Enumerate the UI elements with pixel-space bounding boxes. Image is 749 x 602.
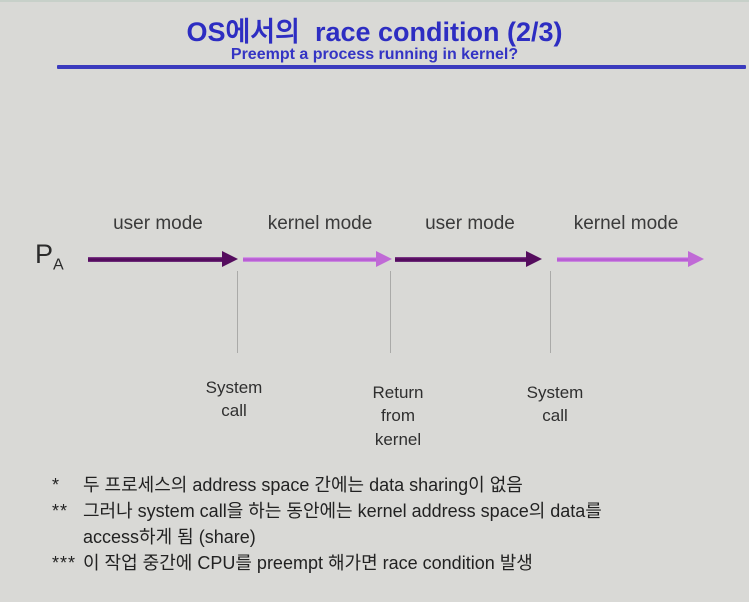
arrow-shaft [88, 257, 226, 262]
transition-tick-3 [550, 271, 551, 353]
slide-subtitle: Preempt a process running in kernel? [230, 46, 519, 63]
arrow-head-icon [688, 251, 704, 267]
transition-line: Return [372, 383, 424, 402]
user-mode-arrow-1 [88, 251, 238, 267]
transition-line: from [381, 406, 415, 426]
note-marker: * [52, 475, 61, 495]
note-marker: ** [52, 501, 69, 521]
note-item-1: * 두 프로세스의 address space 간에는 data sharing… [52, 472, 732, 498]
process-subscript: A [53, 256, 64, 274]
note-marker: *** [52, 553, 77, 573]
transition-label-system-call-2: System call [513, 381, 597, 428]
transition-tick-2 [390, 271, 391, 353]
arrow-head-icon [222, 251, 238, 267]
transition-line: System [205, 378, 263, 397]
title-underline [57, 65, 746, 69]
slide-title: OS에서의 race condition (2/3) [186, 17, 563, 47]
note-line: access하게 됨 (share) [83, 527, 256, 547]
kernel-mode-arrow-1 [243, 251, 392, 267]
transition-line: call [542, 406, 568, 426]
arrow-head-icon [376, 251, 392, 267]
transition-label-return-from-kernel: Return from kernel [356, 381, 440, 451]
transition-label-system-call-1: System call [192, 376, 276, 423]
kernel-mode-arrow-2 [557, 251, 704, 267]
video-top-edge [0, 0, 749, 2]
transition-line: System [526, 383, 584, 402]
arrow-shaft [395, 257, 530, 262]
note-item-3: *** 이 작업 중간에 CPU를 preempt 해가면 race condi… [52, 550, 732, 576]
arrow-shaft [557, 257, 692, 262]
transition-tick-1 [237, 271, 238, 353]
segment-label-user-mode-2: user mode [425, 213, 515, 234]
note-text: 그러나 system call을 하는 동안에는 kernel address … [83, 498, 732, 550]
note-text: 이 작업 중간에 CPU를 preempt 해가면 race condition… [83, 550, 732, 576]
transition-line: call [221, 401, 247, 421]
arrow-shaft [243, 257, 380, 262]
segment-label-kernel-mode-2: kernel mode [573, 213, 679, 234]
transition-line: kernel [374, 429, 422, 449]
process-name: P [35, 239, 54, 269]
segment-label-kernel-mode-1: kernel mode [267, 213, 373, 234]
note-text: 두 프로세스의 address space 간에는 data sharing이 … [83, 472, 732, 498]
segment-label-user-mode-1: user mode [113, 213, 203, 234]
notes-block: * 두 프로세스의 address space 간에는 data sharing… [52, 472, 732, 576]
note-item-2: ** 그러나 system call을 하는 동안에는 kernel addre… [52, 498, 732, 550]
arrow-head-icon [526, 251, 542, 267]
note-line: 그러나 system call을 하는 동안에는 kernel address … [83, 501, 602, 521]
note-line: 이 작업 중간에 CPU를 preempt 해가면 race condition… [83, 553, 533, 573]
note-line: 두 프로세스의 address space 간에는 data sharing이 … [83, 475, 523, 495]
process-label: PA [35, 239, 64, 274]
user-mode-arrow-2 [395, 251, 542, 267]
